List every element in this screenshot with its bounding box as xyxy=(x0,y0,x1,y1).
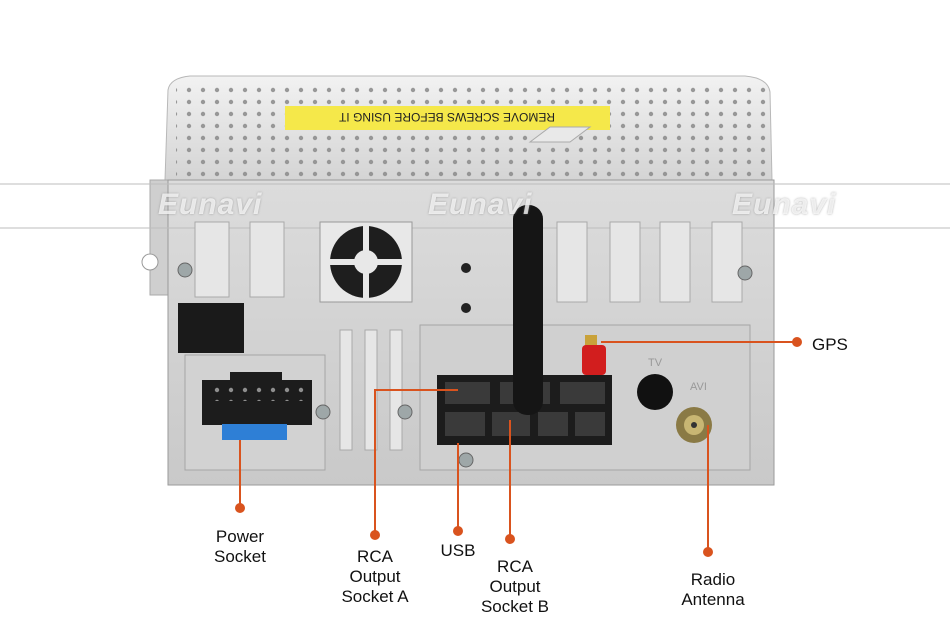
wifi-antenna xyxy=(513,205,543,415)
callout-lines xyxy=(239,341,797,550)
avi-port-text: AVI xyxy=(690,381,707,393)
gps-label: GPS xyxy=(812,335,848,354)
rca-b-label: RCA Output Socket B xyxy=(465,557,565,617)
rca-a-line-1: RCA xyxy=(357,547,393,566)
warning-sticker-text: REMOVE SCREWS BEFORE USING IT xyxy=(338,110,555,124)
radio-antenna-socket xyxy=(676,407,712,443)
radio-antenna-label: Radio Antenna xyxy=(663,570,763,610)
tv-port-text: TV xyxy=(648,357,663,369)
rca-a-line-3: Socket A xyxy=(341,587,409,606)
rca-b-line-3: Socket B xyxy=(480,597,550,616)
watermark-center: Eunavi xyxy=(428,188,533,221)
power-socket xyxy=(202,372,312,440)
radio-antenna-line-2: Antenna xyxy=(681,590,745,609)
side-block xyxy=(178,303,244,353)
rca-b-line-2: Output xyxy=(489,577,541,596)
power-socket-line-1: Power xyxy=(215,527,265,546)
warning-sticker xyxy=(285,106,610,130)
power-socket-line-2: Socket xyxy=(214,547,266,566)
rca-a-line-2: Output xyxy=(349,567,401,586)
radio-antenna-line-1: Radio xyxy=(690,570,736,589)
rca-b-line-1: RCA xyxy=(497,557,533,576)
top-cover: REMOVE SCREWS BEFORE USING IT xyxy=(164,75,773,181)
tv-port xyxy=(637,374,673,410)
cooling-fan xyxy=(319,221,413,303)
vent-slots xyxy=(194,221,743,451)
screws xyxy=(177,262,753,468)
mounting-bracket xyxy=(141,179,173,296)
power-socket-label: Power Socket xyxy=(190,527,290,567)
rca-a-label: RCA Output Socket A xyxy=(325,547,425,607)
usb-label: USB xyxy=(440,541,476,560)
warning-badge xyxy=(528,126,592,143)
gps-connector xyxy=(582,335,606,375)
callout-dots xyxy=(235,337,802,557)
watermark-right: Eunavi xyxy=(732,188,837,221)
watermark-left: Eunavi xyxy=(158,188,263,221)
